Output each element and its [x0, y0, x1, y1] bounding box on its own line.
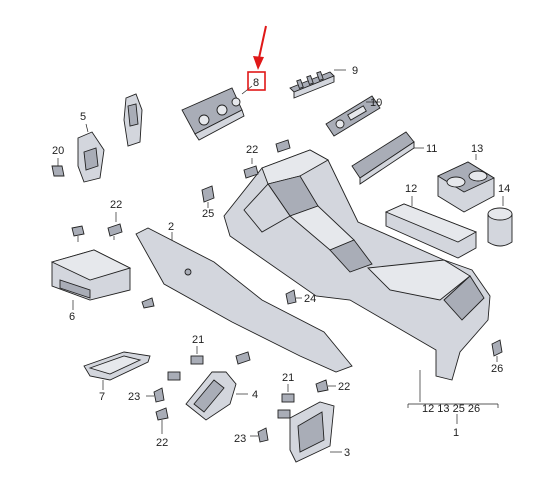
label-1: 1 [453, 427, 459, 439]
part-5-bracket: 5 [77, 111, 105, 183]
part-3-bracket: 3 [289, 401, 350, 463]
part-2-side-panel: 2 [135, 221, 353, 373]
part-6-storage-box: 6 [50, 249, 132, 323]
part-25-clip: 25 [201, 185, 215, 220]
part-23-clip-b: 23 [234, 427, 269, 445]
label-22-b: 22 [110, 199, 122, 211]
part-13-cupholder-insert: 13 [437, 143, 495, 213]
screw-upper [275, 139, 291, 153]
label-23-b: 23 [234, 433, 246, 445]
label-21-b: 21 [282, 372, 294, 384]
highlight-arrow [258, 25, 267, 59]
part-7-tray: 7 [83, 351, 151, 403]
part-24-clip: 24 [285, 289, 316, 305]
label-5: 5 [80, 111, 86, 123]
part-22-screw-b: 22 [107, 199, 123, 240]
label-21-a: 21 [192, 334, 204, 346]
label-3: 3 [344, 447, 350, 459]
label-12: 12 [405, 183, 417, 195]
label-2: 2 [168, 221, 174, 233]
part-22-screw-a: 22 [243, 144, 259, 179]
part-22-screw-c: 22 [155, 407, 169, 449]
part-22-screw-d: 22 [315, 379, 350, 393]
screw-mid [235, 351, 251, 365]
part-26-clip: 26 [491, 339, 503, 375]
part-20-clip: 20 [51, 145, 65, 177]
part-23-clip-a: 23 [128, 387, 165, 403]
part-21-nut-a: 21 [190, 334, 204, 365]
label-24: 24 [304, 293, 316, 305]
nut-d [277, 409, 291, 419]
label-7: 7 [99, 391, 105, 403]
label-23-a: 23 [128, 391, 140, 403]
part-1-center-console: 12 13 25 26 1 [223, 149, 499, 439]
highlight-box [247, 71, 266, 91]
label-4: 4 [252, 389, 258, 401]
part-11-long-trim: 11 [351, 131, 437, 185]
nut-b [167, 371, 181, 381]
part-14-cup: 14 [487, 183, 513, 247]
part-10-trim-panel: 10 [325, 95, 382, 137]
highlight-arrow-head [253, 56, 264, 70]
part-8-control-trim: 8 [181, 25, 267, 141]
label-25: 25 [202, 208, 214, 220]
part-21-nut-c: 21 [281, 372, 295, 403]
upper-bracket [123, 93, 143, 147]
part-4-bracket: 4 [185, 371, 258, 421]
label-14: 14 [498, 183, 510, 195]
label-6: 6 [69, 311, 75, 323]
part-9-strip: 9 [289, 65, 358, 99]
label-22-d: 22 [338, 381, 350, 393]
label-13: 13 [471, 143, 483, 155]
label-9: 9 [352, 65, 358, 77]
label-11: 11 [426, 143, 437, 155]
label-group-1: 12 13 25 26 [422, 403, 480, 415]
label-26: 26 [491, 363, 503, 375]
screw-left [71, 225, 85, 242]
screw-mid-left [141, 297, 155, 309]
label-10: 10 [370, 97, 382, 109]
label-20: 20 [52, 145, 64, 157]
label-22-c: 22 [156, 437, 168, 449]
part-12-armrest-lid: 12 [384, 183, 478, 259]
label-22-a: 22 [246, 144, 258, 156]
label-8: 8 [253, 77, 259, 89]
